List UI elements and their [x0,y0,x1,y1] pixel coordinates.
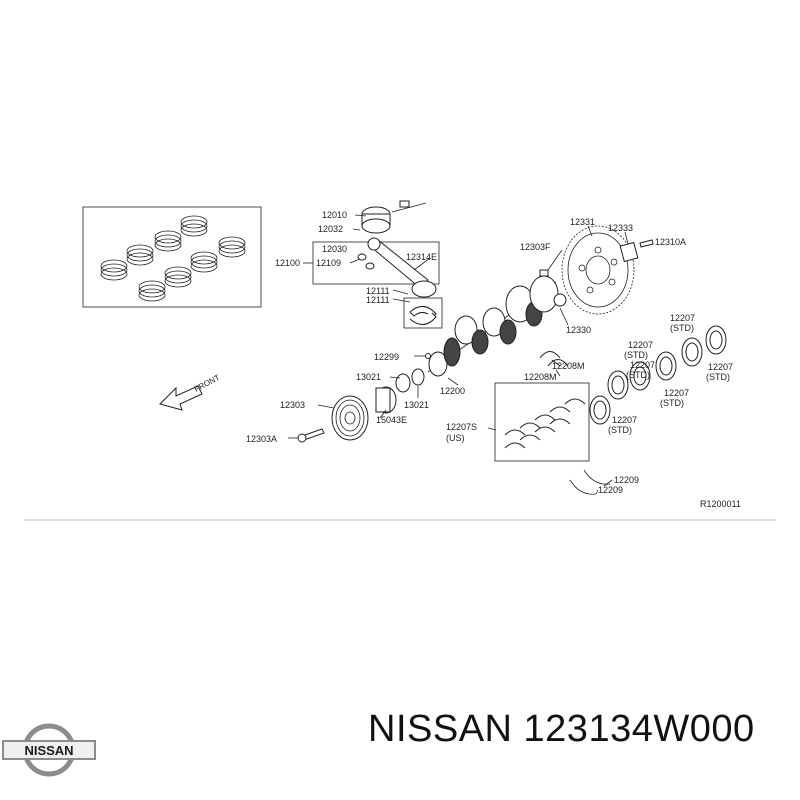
part-label: (STD) [608,425,632,435]
crank-pulley [297,353,431,443]
part-label: 12100 [275,258,300,268]
part-label: (STD) [624,350,648,360]
part-number-caption: NISSAN 123134W000 [368,708,755,750]
part-label: 13021 [356,372,381,382]
part-label: 12303 [280,400,305,410]
part-label: 12207 [612,415,637,425]
part-label: 12111 [366,295,390,305]
logo-text: NISSAN [24,743,73,758]
drive-plate [539,225,654,315]
leader-lines [288,214,629,495]
front-arrow-icon: FRONT [159,373,222,411]
part-label: 12303A [246,434,277,444]
reference-code: R1200011 [700,499,741,509]
thrust-washers [569,469,611,495]
part-label: 12303F [520,242,551,252]
part-label: 12207 [708,362,733,372]
part-label: 13021 [404,400,429,410]
part-label: 12032 [318,224,343,234]
part-label: (STD) [660,398,684,408]
crankshaft [427,275,567,377]
part-label: 12207 [630,360,655,370]
part-label: 12109 [316,258,341,268]
part-label: 12010 [322,210,347,220]
part-labels: 12010 12032 12030 12100 12109 12314E 121… [246,210,733,495]
part-label: 12209 [598,485,623,495]
part-label: 12331 [570,217,595,227]
parts-diagram: FRONT 12010 12032 12030 12100 12109 1231… [24,200,776,521]
part-label: 12207 [664,388,689,398]
part-label: 12207 [628,340,653,350]
part-label: 12330 [566,325,591,335]
piston-ring-set [82,206,262,308]
part-label: 15043E [376,415,407,425]
part-label: 12207 [670,313,695,323]
part-label: 12030 [322,244,347,254]
part-label: 12299 [374,352,399,362]
part-label: 12207S [446,422,477,432]
part-label: (STD) [626,370,650,380]
piston-connecting-rod [312,200,443,329]
part-label: 12200 [440,386,465,396]
part-label: (STD) [706,372,730,382]
part-label: (US) [446,433,465,443]
part-label: 12208M [524,372,557,382]
logo-bar [2,740,96,760]
part-label: 12333 [608,223,633,233]
front-label: FRONT [193,373,222,394]
main-bearings [494,325,727,462]
part-label: 12111 [366,286,390,296]
part-label: (STD) [670,323,694,333]
part-label: 12208M [552,361,585,371]
part-label: 12310A [655,237,686,247]
nissan-logo: NISSAN [2,723,96,777]
part-label: 12314E [406,252,437,262]
part-label: 12209 [614,475,639,485]
